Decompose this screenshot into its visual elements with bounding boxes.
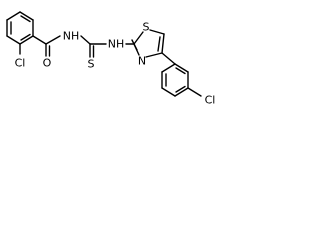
chlorophenyl-ring — [161, 63, 189, 97]
chlorine-label: Cl — [205, 94, 216, 107]
bond — [133, 31, 144, 45]
bond — [174, 63, 189, 73]
double-bond — [157, 36, 161, 52]
bond — [6, 11, 21, 21]
bond — [174, 87, 189, 97]
bond — [145, 52, 163, 58]
oxygen-label: O — [43, 57, 52, 70]
bond — [149, 29, 165, 35]
ring-nitrogen-label: N — [138, 55, 146, 68]
double-bond — [20, 15, 31, 23]
thione-sulfur-label: S — [88, 58, 95, 71]
bond — [80, 35, 91, 45]
bond — [6, 35, 21, 45]
molecule-drawing: Cl O NH S NH S N Cl — [6, 11, 216, 107]
thiazole-nh-label: NH — [108, 38, 125, 51]
double-bond — [131, 39, 138, 51]
bond — [19, 35, 34, 45]
bond — [161, 87, 176, 97]
chlorine-label: Cl — [15, 57, 26, 70]
bond — [161, 52, 176, 65]
bond — [45, 35, 61, 45]
structure-canvas: Cl O NH S NH S N Cl — [0, 0, 222, 133]
bond — [187, 87, 202, 97]
double-bond — [20, 33, 31, 41]
bond — [19, 11, 34, 21]
bond — [161, 63, 176, 73]
bond — [32, 35, 47, 45]
double-bond — [175, 85, 186, 93]
thiazole-ring — [131, 29, 165, 58]
chlorobenzene-ring — [6, 11, 34, 45]
ring-sulfur-label: S — [143, 21, 150, 34]
amide-nh-label: NH — [63, 30, 80, 43]
bond — [161, 33, 165, 54]
double-bond — [175, 67, 186, 75]
